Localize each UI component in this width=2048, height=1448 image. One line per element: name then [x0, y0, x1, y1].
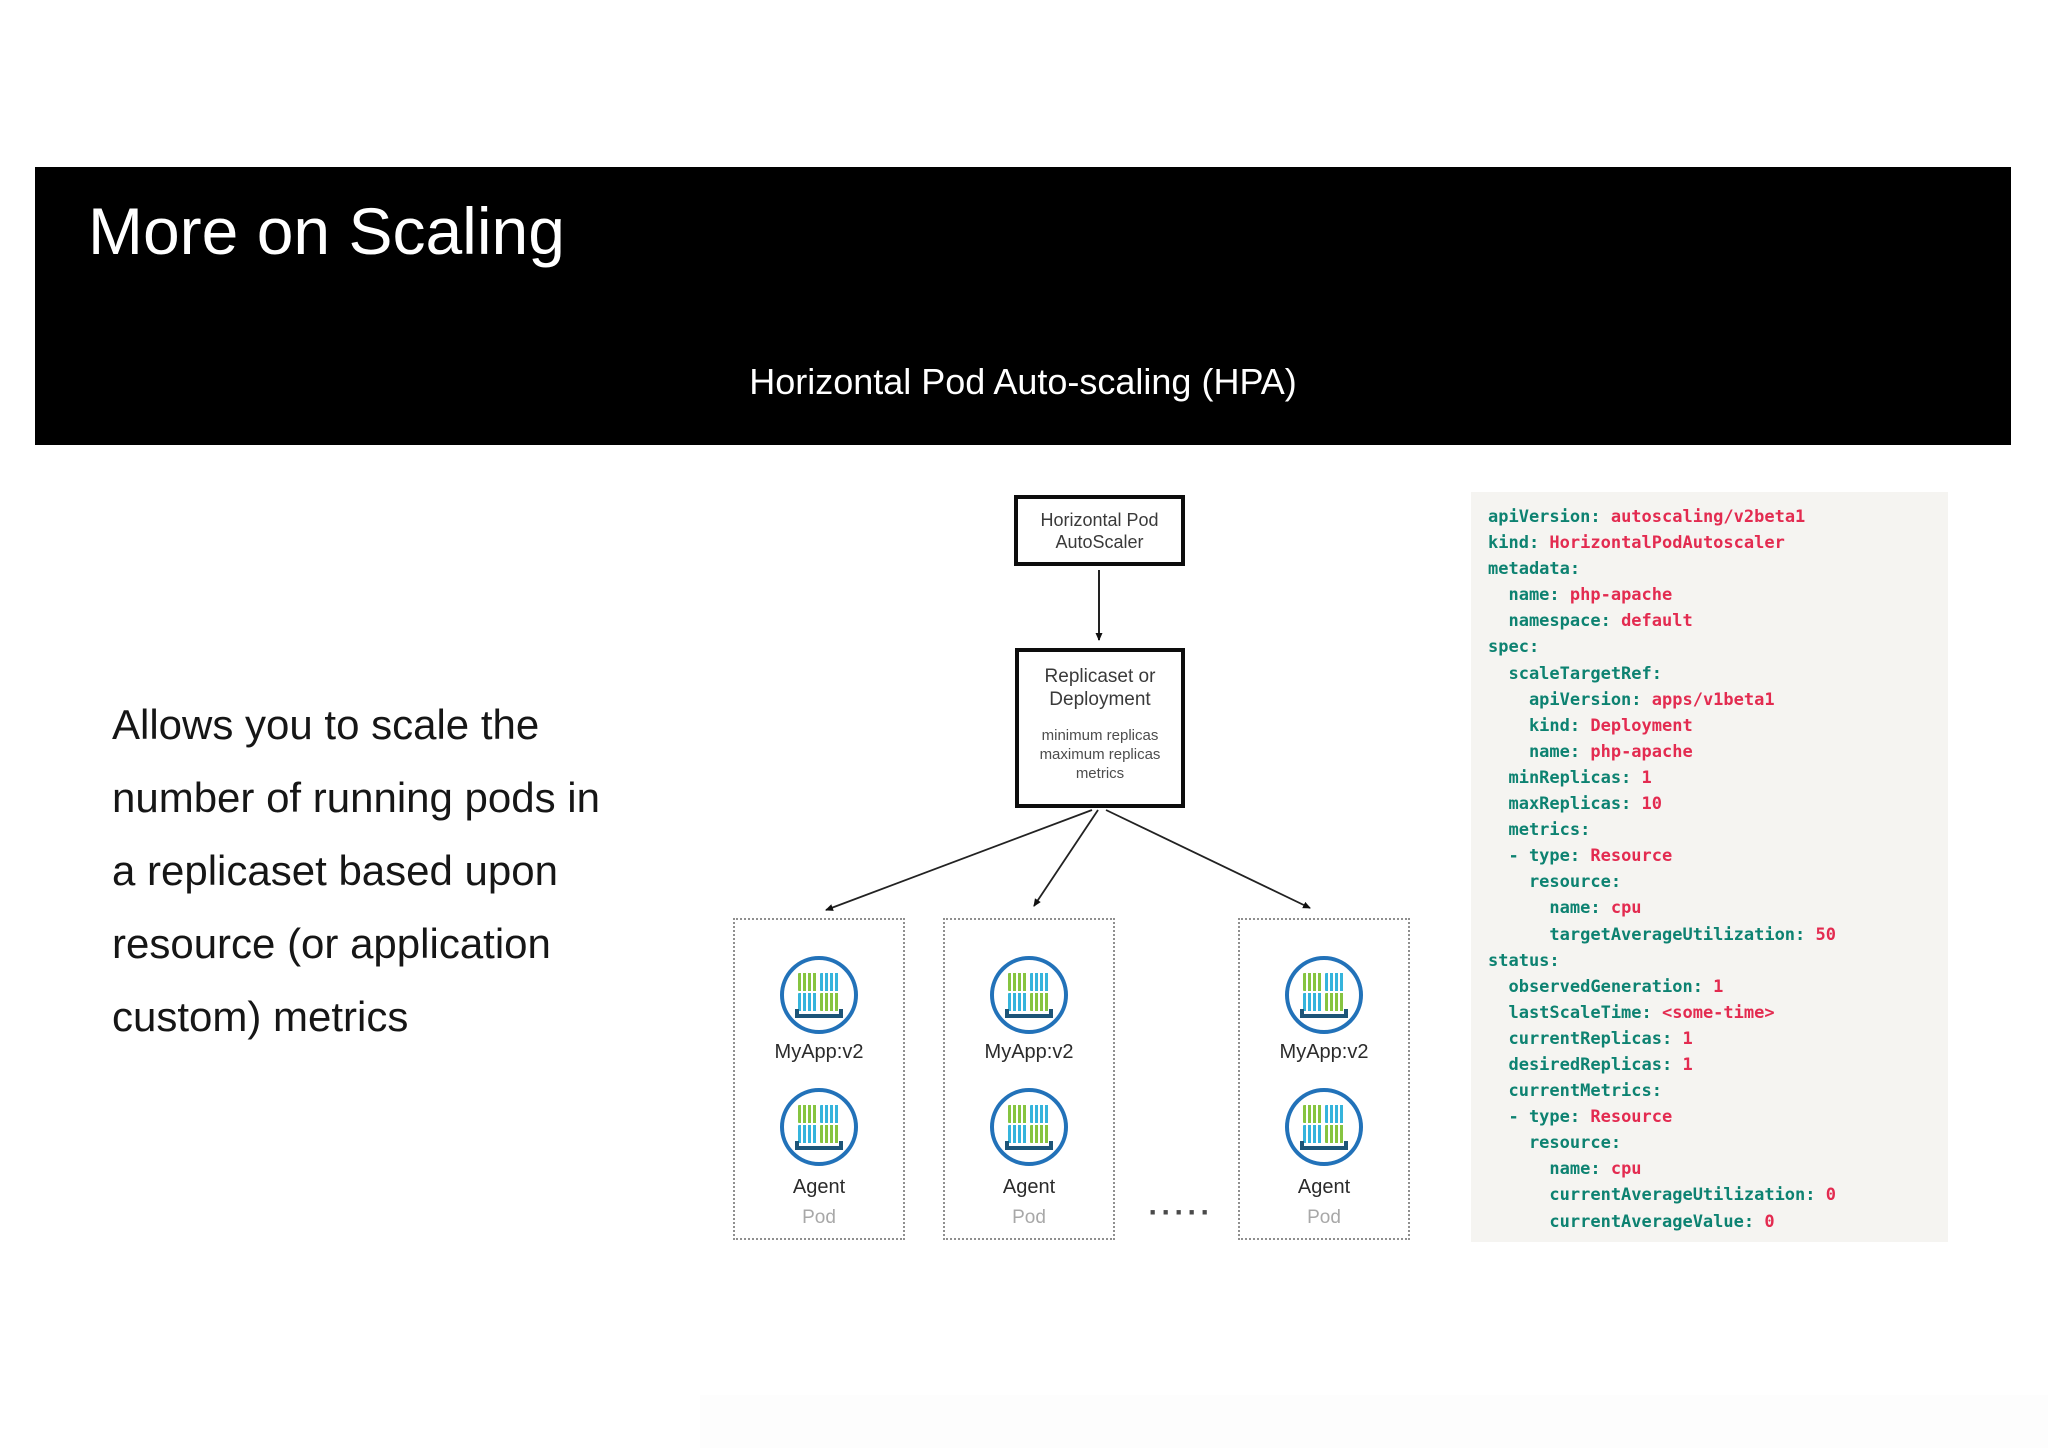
- yaml-line: currentReplicas: 1: [1488, 1028, 1693, 1049]
- yaml-line: name: php-apache: [1488, 741, 1693, 762]
- agent-label: Agent: [792, 1176, 846, 1198]
- yaml-line: apiVersion: apps/v1beta1: [1488, 689, 1775, 710]
- app-label: MyApp:v2: [774, 1041, 864, 1063]
- yaml-line: metrics:: [1488, 820, 1591, 841]
- yaml-line: currentAverageUtilization: 0: [1488, 1185, 1836, 1206]
- container-circle: [1285, 956, 1363, 1034]
- yaml-line: name: cpu: [1488, 1159, 1642, 1180]
- yaml-line: status:: [1488, 950, 1560, 971]
- agent-label: Agent: [1002, 1176, 1056, 1198]
- app-label: MyApp:v2: [984, 1041, 1074, 1063]
- yaml-line: kind: Deployment: [1488, 715, 1693, 736]
- container-circle: [780, 1088, 858, 1166]
- pod-label: Pod: [1307, 1207, 1341, 1228]
- container-stack-icon: [1005, 1104, 1053, 1150]
- yaml-line: observedGeneration: 1: [1488, 976, 1724, 997]
- container-stack-icon: [1300, 1104, 1348, 1150]
- hpa-box-label: Horizontal Pod AutoScaler: [1040, 509, 1159, 552]
- yaml-line: kind: HorizontalPodAutoscaler: [1488, 533, 1785, 554]
- container-circle: [990, 1088, 1068, 1166]
- pod-box: MyApp:v2 Agent Pod: [733, 918, 905, 1240]
- container-circle: [990, 956, 1068, 1034]
- yaml-line: desiredReplicas: 1: [1488, 1054, 1693, 1075]
- container-shelf: [1005, 1140, 1053, 1150]
- container-stack-icon: [795, 1104, 843, 1150]
- yaml-line: scaleTargetRef:: [1488, 663, 1662, 684]
- container-circle: [1285, 1088, 1363, 1166]
- container-stack-icon: [1300, 972, 1348, 1018]
- arrow-to-pod-3: [1105, 809, 1311, 909]
- container-stack-icon: [795, 972, 843, 1018]
- bottom-right-strip: [700, 1395, 2048, 1448]
- replicaset-box: Replicaset or Deployment minimum replica…: [1015, 648, 1185, 808]
- replicaset-box-title: Replicaset or Deployment: [1044, 666, 1156, 710]
- yaml-line: currentAverageValue: 0: [1488, 1211, 1775, 1232]
- yaml-line: namespace: default: [1488, 611, 1693, 632]
- container-circle: [780, 956, 858, 1034]
- container-shelf: [1005, 1008, 1053, 1018]
- app-label: MyApp:v2: [1279, 1041, 1369, 1063]
- container-stack-icon: [1005, 972, 1053, 1018]
- yaml-line: metadata:: [1488, 559, 1581, 580]
- yaml-line: currentMetrics:: [1488, 1081, 1662, 1102]
- hpa-box: Horizontal Pod AutoScaler: [1014, 495, 1185, 566]
- container-shelf: [795, 1140, 843, 1150]
- arrow-to-pod-2: [1033, 809, 1099, 907]
- container-shelf: [795, 1008, 843, 1018]
- header-bar: More on Scaling Horizontal Pod Auto-scal…: [35, 167, 2011, 445]
- pod-box: MyApp:v2 Agent Pod: [943, 918, 1115, 1240]
- yaml-line: resource:: [1488, 872, 1622, 893]
- arrow-to-pod-1: [825, 809, 1093, 911]
- more-pods-ellipsis: ·····: [1148, 1196, 1214, 1229]
- container-shelf: [1300, 1008, 1348, 1018]
- pod-label: Pod: [1012, 1207, 1046, 1228]
- agent-label: Agent: [1297, 1176, 1351, 1198]
- description-text: Allows you to scale the number of runnin…: [112, 701, 600, 1040]
- yaml-line: - type: Resource: [1488, 846, 1673, 867]
- yaml-line: lastScaleTime: <some-time>: [1488, 1002, 1775, 1023]
- pod-label: Pod: [802, 1207, 836, 1228]
- yaml-line: minReplicas: 1: [1488, 767, 1652, 788]
- yaml-line: spec:: [1488, 637, 1540, 658]
- yaml-code-panel: apiVersion: autoscaling/v2beta1 kind: Hor…: [1471, 492, 1948, 1242]
- page-title: More on Scaling: [88, 194, 565, 268]
- yaml-line: name: php-apache: [1488, 585, 1673, 606]
- yaml-line: targetAverageUtilization: 50: [1488, 924, 1836, 945]
- page-subtitle: Horizontal Pod Auto-scaling (HPA): [749, 361, 1297, 402]
- yaml-line: maxReplicas: 10: [1488, 794, 1663, 815]
- yaml-line: - type: Resource: [1488, 1107, 1673, 1128]
- pod-box: MyApp:v2 Agent Pod: [1238, 918, 1410, 1240]
- container-shelf: [1300, 1140, 1348, 1150]
- yaml-line: apiVersion: autoscaling/v2beta1: [1488, 507, 1806, 527]
- replicaset-box-details: minimum replicas maximum replicas metric…: [1039, 727, 1161, 782]
- yaml-line: resource:: [1488, 1133, 1622, 1154]
- yaml-line: name: cpu: [1488, 898, 1642, 919]
